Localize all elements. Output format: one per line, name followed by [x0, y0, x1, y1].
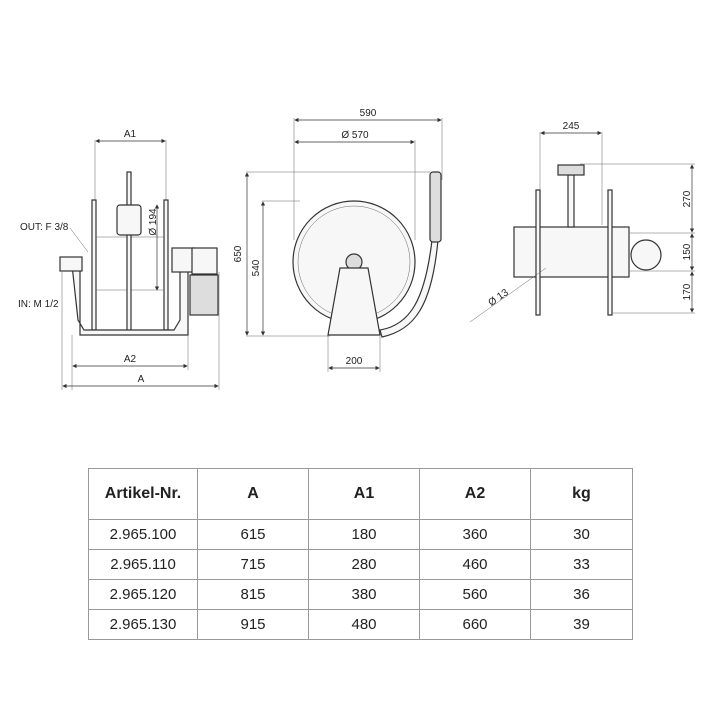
- dim-top-270: 270: [682, 190, 693, 207]
- cell-a2: 460: [419, 549, 531, 580]
- cell-artikel: 2.965.120: [88, 579, 198, 610]
- cell-artikel: 2.965.110: [88, 549, 198, 580]
- dim-top-150: 150: [682, 243, 693, 260]
- header-artikel: Artikel-Nr.: [88, 468, 198, 520]
- cell-artikel: 2.965.100: [88, 519, 198, 550]
- dim-drum-diameter: Ø 194: [148, 208, 159, 236]
- header-kg: kg: [530, 468, 633, 520]
- dim-top-width: 245: [563, 121, 580, 132]
- cell-a1: 280: [308, 549, 420, 580]
- dim-base-width: 200: [346, 356, 363, 367]
- cell-a: 915: [197, 609, 309, 640]
- cell-a2: 360: [419, 519, 531, 550]
- dim-total-height: 650: [233, 245, 244, 262]
- front-view: 590 Ø 570 650 540 200: [233, 108, 443, 372]
- in-port-label: IN: M 1/2: [18, 299, 59, 310]
- cell-artikel: 2.965.130: [88, 609, 198, 640]
- dim-a-label: A: [138, 374, 145, 385]
- cell-kg: 36: [530, 579, 633, 610]
- dim-inner-height: 540: [251, 259, 262, 276]
- header-a: A: [197, 468, 309, 520]
- top-view: 245 270 150 170 Ø 13: [469, 121, 695, 323]
- cell-a: 715: [197, 549, 309, 580]
- dim-hole-diameter: Ø 13: [487, 287, 511, 309]
- cell-a2: 560: [419, 579, 531, 610]
- dim-reel-diameter: Ø 570: [341, 130, 369, 141]
- header-a2: A2: [419, 468, 531, 520]
- cell-a: 815: [197, 579, 309, 610]
- cell-a1: 380: [308, 579, 420, 610]
- cell-a1: 180: [308, 519, 420, 550]
- out-port-label: OUT: F 3/8: [20, 222, 69, 233]
- table-header-row: Artikel-Nr. A A1 A2 kg: [88, 468, 633, 520]
- technical-drawing: A1 Ø 194 OUT: F 3/8 IN: M 1/2 A2 A 590 Ø…: [18, 108, 695, 390]
- side-view: A1 Ø 194 OUT: F 3/8 IN: M 1/2 A2 A: [18, 129, 220, 390]
- cell-kg: 39: [530, 609, 633, 640]
- header-a1: A1: [308, 468, 420, 520]
- dim-overall-width: 590: [360, 108, 377, 119]
- cell-kg: 30: [530, 519, 633, 550]
- cell-a: 615: [197, 519, 309, 550]
- cell-kg: 33: [530, 549, 633, 580]
- dim-top-170: 170: [682, 283, 693, 300]
- dim-a1-label: A1: [124, 129, 137, 140]
- cell-a2: 660: [419, 609, 531, 640]
- dim-a2-label: A2: [124, 354, 137, 365]
- cell-a1: 480: [308, 609, 420, 640]
